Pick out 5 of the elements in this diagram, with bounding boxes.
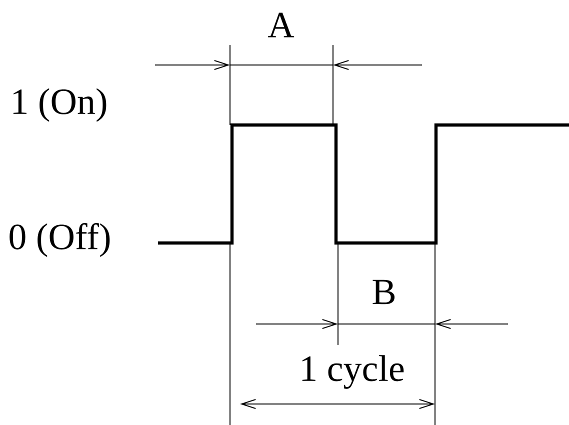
level-label: 1 (On) [13,88,106,122]
dimension-label: B [372,280,395,304]
level-label: 0 (Off) [10,223,110,257]
dimension-label: 1 cycle [302,355,404,389]
dimension-label: A [268,12,294,38]
